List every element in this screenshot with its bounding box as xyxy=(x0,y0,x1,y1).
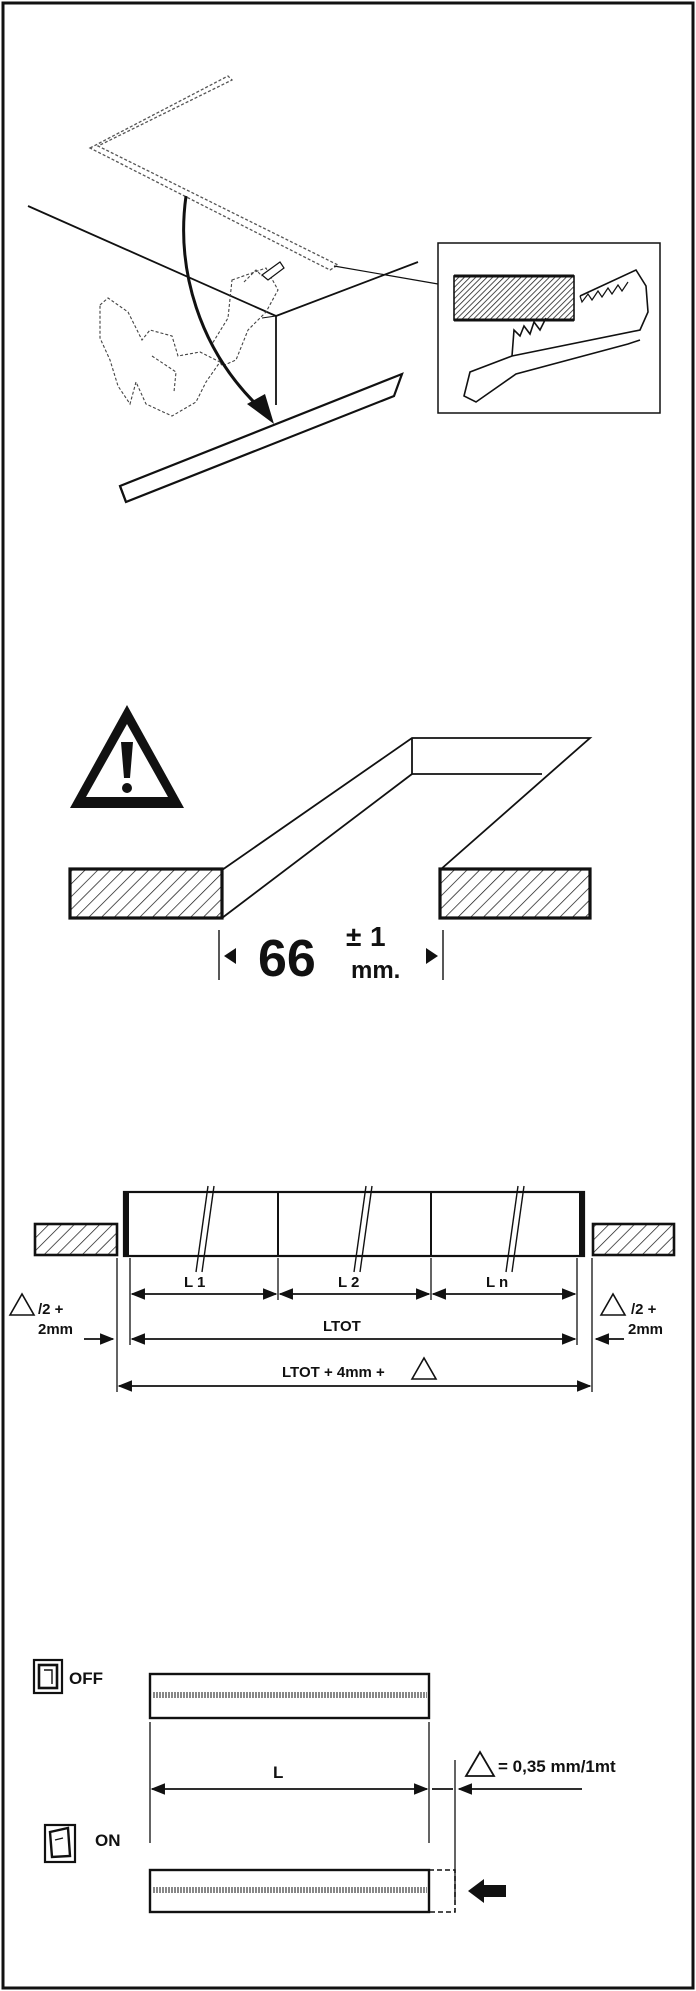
on-label: ON xyxy=(95,1831,121,1850)
saw-icon xyxy=(463,268,649,403)
panel-clearance: 66 ± 1 mm. xyxy=(68,705,593,988)
delta-icon xyxy=(410,1356,438,1380)
block-outline xyxy=(221,737,593,919)
segment-label-ln: L n xyxy=(486,1274,508,1291)
off-label: OFF xyxy=(69,1669,103,1688)
cutout-outline xyxy=(88,75,340,271)
panel-total-length: L 1 L 2 L n LTOT LTOT + 4mm + /2 + 2mm /… xyxy=(8,1185,676,1392)
tolerance-value: 1 xyxy=(370,921,386,952)
break-marks xyxy=(195,1185,525,1273)
pencil-icon xyxy=(261,261,285,281)
left-gap-line1: /2 + xyxy=(38,1301,64,1318)
panel-cutout xyxy=(27,75,661,504)
right-gap-line2: 2mm xyxy=(628,1321,663,1338)
length-label: L xyxy=(273,1763,283,1782)
strip-body xyxy=(122,1190,586,1258)
dimension-value: 66 xyxy=(258,930,316,988)
countertop-block xyxy=(27,205,419,405)
right-worktop-stub xyxy=(591,1222,676,1257)
left-gap-line2: 2mm xyxy=(38,1321,73,1338)
segment-label-l2: L 2 xyxy=(338,1274,359,1291)
left-worktop-stub xyxy=(33,1222,119,1257)
curved-arrow-icon xyxy=(182,195,264,412)
delta-icon-expansion xyxy=(464,1750,496,1777)
overall-label: LTOT + 4mm + xyxy=(282,1364,385,1381)
push-arrow-icon xyxy=(468,1879,506,1903)
saw-inset xyxy=(437,242,661,414)
segment-label-l1: L 1 xyxy=(184,1274,205,1291)
worktop-section xyxy=(453,275,575,321)
expansion-dashed xyxy=(429,1869,456,1913)
hand-icon xyxy=(99,267,279,417)
warning-triangle-icon xyxy=(70,705,184,808)
delta-icon-left xyxy=(8,1292,36,1316)
switch-on-icon xyxy=(43,1823,77,1864)
right-worktop-section xyxy=(438,867,592,920)
panel-expansion: OFF L = 0,35 mm/1mt ON xyxy=(32,1658,616,1914)
switch-off-icon xyxy=(32,1658,64,1695)
tolerance-sign: ± xyxy=(346,921,361,952)
expansion-label: = 0,35 mm/1mt xyxy=(498,1757,616,1776)
delta-icon-right xyxy=(599,1292,627,1316)
total-label: LTOT xyxy=(323,1318,361,1335)
dimension-arrow-right xyxy=(426,948,438,964)
unit-label: mm. xyxy=(351,957,400,984)
dimension-arrow-left xyxy=(224,948,236,964)
right-gap-line1: /2 + xyxy=(631,1301,657,1318)
left-worktop-section xyxy=(68,867,224,920)
